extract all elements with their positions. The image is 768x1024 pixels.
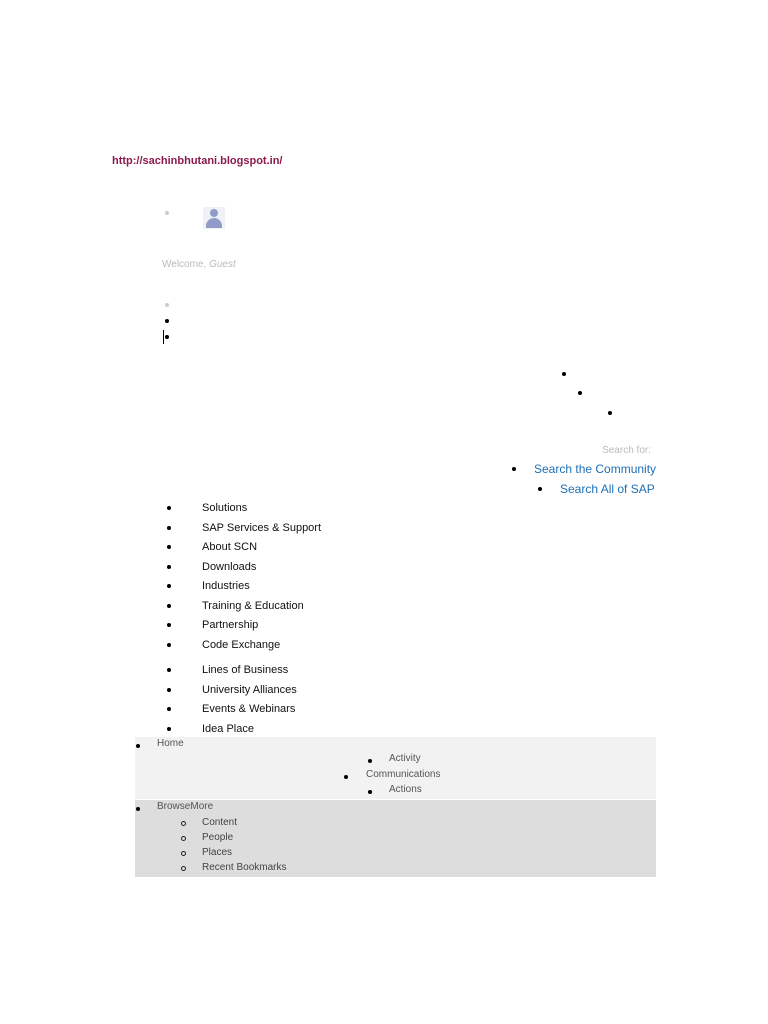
list-bullet bbox=[136, 807, 140, 811]
list-bullet bbox=[165, 303, 169, 307]
welcome-user: Guest bbox=[209, 259, 236, 270]
list-bullet bbox=[538, 487, 542, 491]
communications-link[interactable]: Communications bbox=[366, 769, 441, 780]
nav-item-training-education[interactable]: Training & Education bbox=[202, 600, 304, 612]
user-avatar-icon[interactable] bbox=[203, 207, 225, 229]
list-bullet bbox=[167, 623, 171, 627]
list-bullet bbox=[167, 707, 171, 711]
list-bullet bbox=[368, 759, 372, 763]
browse-item-recent-bookmarks[interactable]: Recent Bookmarks bbox=[202, 862, 287, 873]
more-link[interactable]: More bbox=[190, 801, 214, 812]
nav-item-partnership[interactable]: Partnership bbox=[202, 619, 259, 631]
nav-item-solutions[interactable]: Solutions bbox=[202, 502, 248, 514]
list-bullet bbox=[167, 526, 171, 530]
blog-link[interactable]: http://sachinbhutani.blogspot.in/ bbox=[112, 155, 283, 167]
list-bullet bbox=[562, 372, 566, 376]
list-bullet bbox=[165, 211, 169, 215]
list-bullet bbox=[578, 391, 582, 395]
search-all-sap-link[interactable]: Search All of SAP bbox=[560, 482, 655, 496]
list-bullet bbox=[368, 790, 372, 794]
nav-item-about-scn[interactable]: About SCN bbox=[202, 541, 258, 553]
nav-item-services-support[interactable]: SAP Services & Support bbox=[202, 522, 322, 534]
home-link[interactable]: Home bbox=[157, 738, 184, 749]
list-bullet bbox=[167, 506, 171, 510]
search-community-link[interactable]: Search the Community bbox=[534, 462, 657, 476]
browse-link[interactable]: Browse bbox=[157, 801, 191, 812]
list-bullet bbox=[344, 775, 348, 779]
list-bullet bbox=[167, 545, 171, 549]
search-for-label: Search for: bbox=[602, 445, 651, 456]
browse-more-row: BrowseMore bbox=[157, 801, 213, 812]
welcome-prefix: Welcome, bbox=[162, 259, 207, 270]
browse-menu-panel bbox=[135, 800, 656, 877]
list-bullet bbox=[167, 727, 171, 731]
list-bullet bbox=[608, 411, 612, 415]
nav-item-lines-of-business[interactable]: Lines of Business bbox=[202, 664, 289, 676]
activity-link[interactable]: Activity bbox=[389, 753, 421, 764]
list-bullet bbox=[167, 643, 171, 647]
list-bullet bbox=[512, 467, 516, 471]
text-cursor bbox=[163, 330, 164, 344]
home-menu-panel bbox=[135, 737, 656, 799]
nav-item-industries[interactable]: Industries bbox=[202, 580, 250, 592]
list-bullet bbox=[167, 688, 171, 692]
list-bullet bbox=[167, 604, 171, 608]
welcome-message: Welcome, Guest bbox=[162, 259, 236, 270]
browse-item-content[interactable]: Content bbox=[202, 817, 238, 828]
nav-item-code-exchange[interactable]: Code Exchange bbox=[202, 639, 281, 651]
nav-item-university-alliances[interactable]: University Alliances bbox=[202, 684, 297, 696]
nav-item-events-webinars[interactable]: Events & Webinars bbox=[202, 703, 296, 715]
list-bullet bbox=[167, 565, 171, 569]
list-bullet bbox=[181, 851, 186, 856]
browse-item-places[interactable]: Places bbox=[202, 847, 233, 858]
nav-item-idea-place[interactable]: Idea Place bbox=[202, 723, 254, 735]
actions-link[interactable]: Actions bbox=[389, 784, 422, 795]
list-bullet bbox=[165, 335, 169, 339]
browse-item-people[interactable]: People bbox=[202, 832, 234, 843]
list-bullet bbox=[181, 836, 186, 841]
list-bullet bbox=[181, 866, 186, 871]
list-bullet bbox=[136, 744, 140, 748]
list-bullet bbox=[165, 319, 169, 323]
list-bullet bbox=[181, 821, 186, 826]
nav-item-downloads[interactable]: Downloads bbox=[202, 561, 257, 573]
list-bullet bbox=[167, 584, 171, 588]
list-bullet bbox=[167, 668, 171, 672]
